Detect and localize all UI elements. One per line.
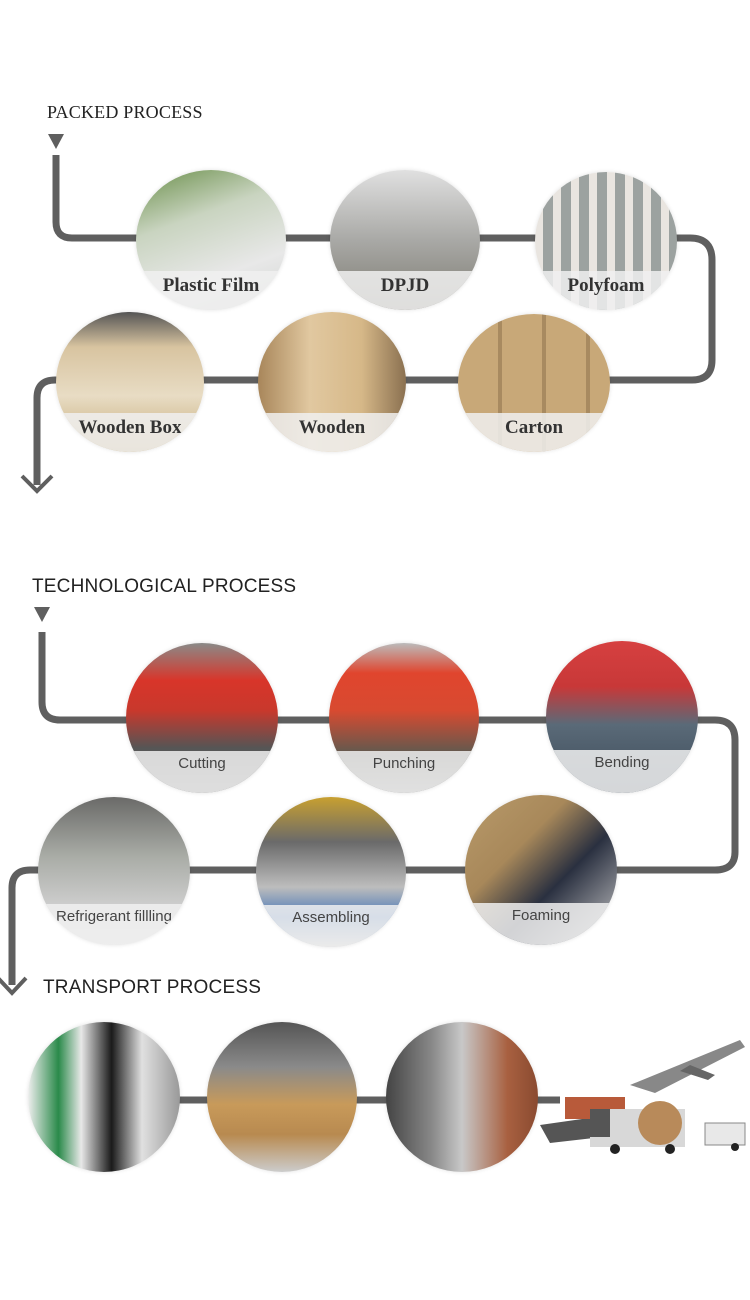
step-bending: Bending xyxy=(546,641,698,793)
crates-image xyxy=(207,1022,357,1172)
showroom-image xyxy=(28,1022,180,1172)
transport-process-title: TRANSPORT PROCESS xyxy=(43,977,262,998)
technological-process-title: TECHNOLOGICAL PROCESS xyxy=(32,576,297,597)
transport-logistics-illustration xyxy=(540,1035,750,1160)
step-polyfoam: Polyfoam xyxy=(535,172,677,310)
step-carton: Carton xyxy=(458,314,610,452)
packed-start-triangle xyxy=(48,134,64,149)
transport-container-loading-photo xyxy=(386,1022,538,1172)
tech-start-triangle xyxy=(34,607,50,622)
step-punching: Punching xyxy=(329,643,479,793)
step-label: Cutting xyxy=(178,755,226,772)
step-label: Polyfoam xyxy=(567,275,645,297)
step-assembling: Assembling xyxy=(256,797,406,947)
step-label: Assembling xyxy=(292,909,370,926)
transport-showroom-photo xyxy=(28,1022,180,1172)
tech-arrow-down xyxy=(0,976,28,996)
step-foaming: Foaming xyxy=(465,795,617,945)
step-label: Foaming xyxy=(511,907,571,924)
step-wooden: Wooden xyxy=(258,312,406,452)
packed-process-title: PACKED PROCESS xyxy=(47,102,203,122)
step-label: Plastic Film xyxy=(162,274,260,296)
step-label: Bending xyxy=(594,754,650,772)
step-label: Wooden Box xyxy=(78,416,182,438)
container-loading-image xyxy=(386,1022,538,1172)
step-label: Wooden xyxy=(298,416,366,438)
packed-arrow-down xyxy=(20,474,54,494)
step-refrigerant-filling: Refrigerant fillling xyxy=(38,797,190,945)
step-label: Punching xyxy=(372,755,436,772)
packed-connector xyxy=(33,155,716,485)
step-label: DPJD xyxy=(380,274,430,296)
step-cutting: Cutting xyxy=(126,643,278,793)
step-plastic-film: Plastic Film xyxy=(136,170,286,310)
step-dpjd: DPJD xyxy=(330,170,480,310)
plane-ship-truck-icon xyxy=(540,1040,746,1154)
step-label: Carton xyxy=(504,417,564,439)
step-wooden-box: Wooden Box xyxy=(56,312,204,452)
tech-connector xyxy=(8,632,739,985)
step-label: Refrigerant fillling xyxy=(56,907,172,925)
transport-crates-photo xyxy=(207,1022,357,1172)
